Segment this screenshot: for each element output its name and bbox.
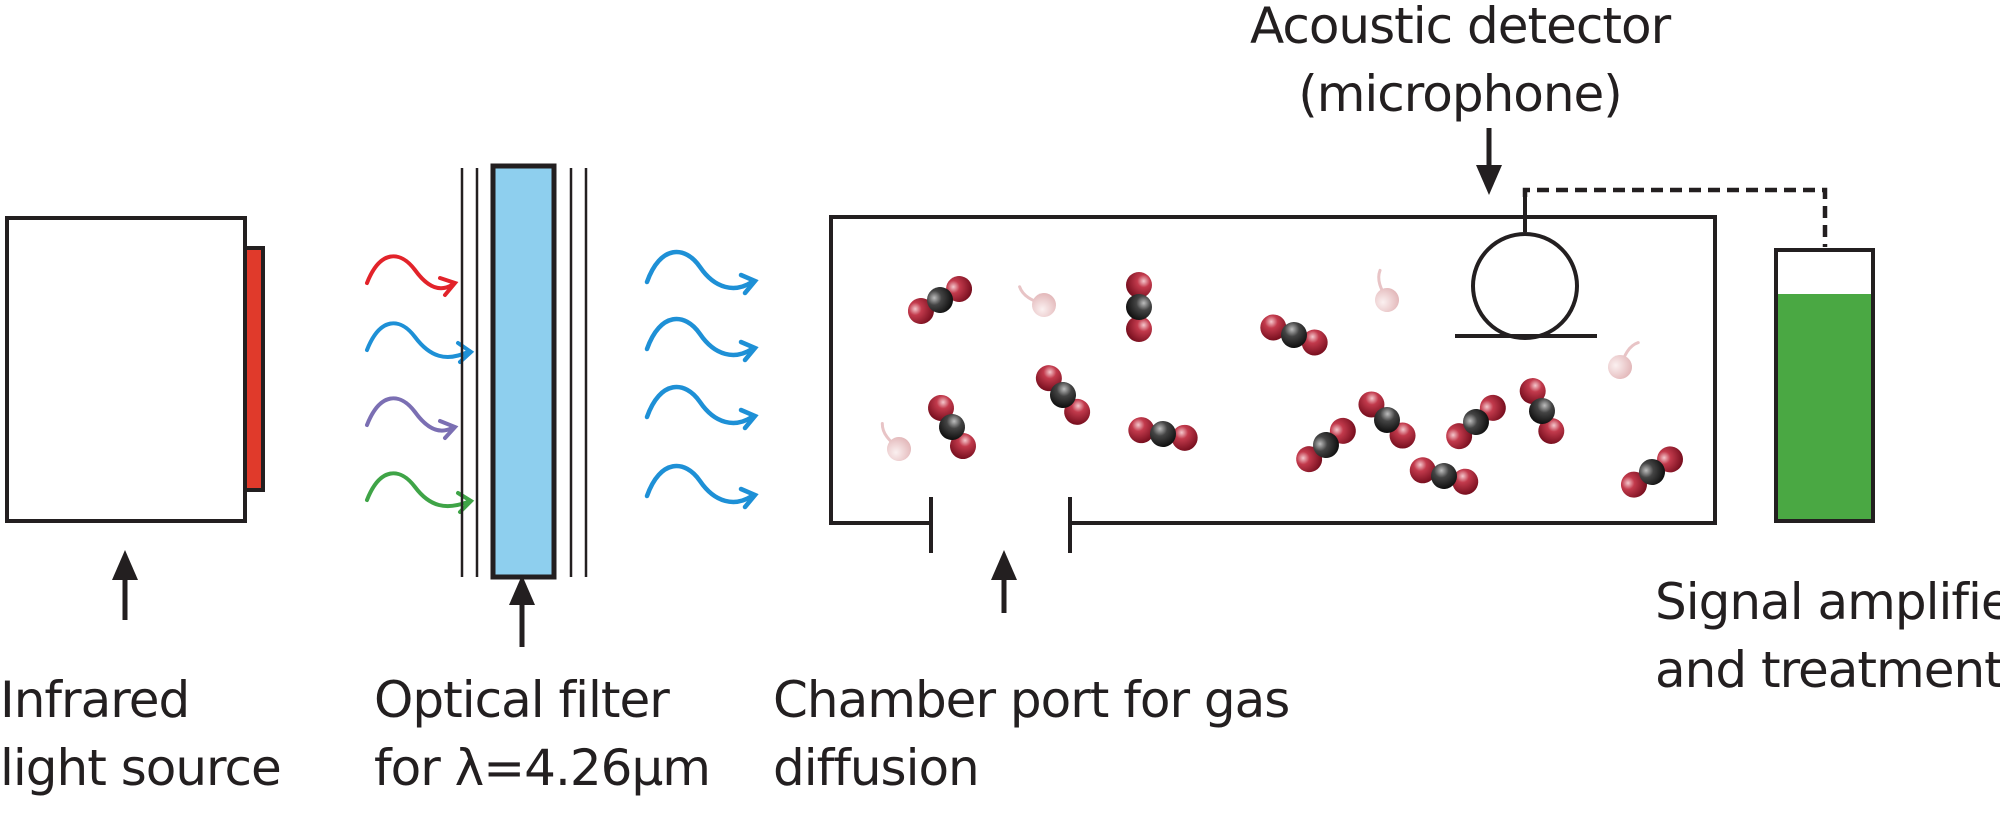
light-source-box	[5, 216, 247, 523]
emitter-strip	[243, 246, 265, 492]
co2-molecule-icon	[1446, 394, 1506, 450]
chamber-wall	[829, 215, 1717, 525]
co2-molecule-icon	[1296, 417, 1356, 473]
label-line: Optical filter	[374, 671, 670, 729]
wave-purple-icon	[365, 396, 459, 440]
label-chamber-port: Chamber port for gas diffusion	[773, 666, 1290, 802]
arrow-up-icon	[991, 550, 1017, 613]
filtered-wave-icon	[644, 463, 759, 510]
label-line: Acoustic detector	[1250, 0, 1671, 55]
arrow-down-icon	[1476, 128, 1502, 195]
gas-molecule-icon	[1375, 268, 1399, 312]
co2-molecule-icon	[907, 276, 973, 324]
co2-molecule-icon	[1358, 391, 1416, 449]
label-line: (microphone)	[1298, 65, 1623, 123]
amplifier-liquid	[1776, 294, 1873, 521]
pointer-arrows	[112, 128, 1502, 647]
signal-line	[1522, 187, 1828, 247]
infrared-light-source	[5, 216, 265, 523]
co2-molecule-icon	[1035, 365, 1091, 425]
co2-molecule-icon	[1128, 417, 1198, 451]
filtered-wave-icon	[644, 316, 759, 363]
label-line: light source	[0, 739, 282, 797]
wave-blue-icon	[365, 321, 475, 364]
label-signal-amplifier: Signal amplifier and treatment	[1655, 568, 2000, 704]
filter-glass	[490, 163, 557, 580]
label-line: Infrared	[0, 671, 190, 729]
wave-green-icon	[365, 471, 475, 514]
co2-molecule-icon	[1519, 378, 1565, 444]
optical-filter	[460, 163, 588, 580]
gas-molecule-icon	[880, 422, 911, 461]
co2-molecule-icon	[1260, 314, 1328, 356]
label-line: for λ=4.26μm	[374, 739, 711, 797]
co2-molecule-icon	[928, 394, 976, 460]
label-line: and treatment	[1655, 641, 2000, 699]
label-infrared-light-source: Infrared light source	[0, 666, 282, 802]
filtered-wave-icon	[644, 249, 759, 296]
label-line: Chamber port for gas	[773, 671, 1290, 729]
signal-amplifier	[1774, 248, 1875, 523]
wave-red-icon	[365, 254, 459, 297]
gas-chamber	[829, 215, 1717, 553]
label-acoustic-detector: Acoustic detector (microphone)	[1250, 0, 1671, 128]
gas-molecules	[880, 268, 1684, 498]
microphone-icon	[1455, 197, 1597, 340]
arrow-up-icon	[509, 575, 535, 647]
label-optical-filter: Optical filter for λ=4.26μm	[374, 666, 711, 802]
filtered-wave-icon	[644, 384, 759, 431]
gas-molecule-icon	[1018, 285, 1056, 317]
incoming-waves	[365, 254, 475, 514]
co2-molecule-icon	[1409, 457, 1479, 495]
co2-molecule-icon	[1126, 272, 1152, 342]
gas-molecule-icon	[1608, 341, 1640, 379]
label-line: diffusion	[773, 739, 980, 797]
co2-molecule-icon	[1620, 446, 1684, 498]
arrow-up-icon	[112, 550, 138, 620]
filtered-waves	[644, 249, 759, 510]
amplifier-box	[1774, 248, 1875, 523]
label-line: Signal amplifier	[1655, 573, 2000, 631]
